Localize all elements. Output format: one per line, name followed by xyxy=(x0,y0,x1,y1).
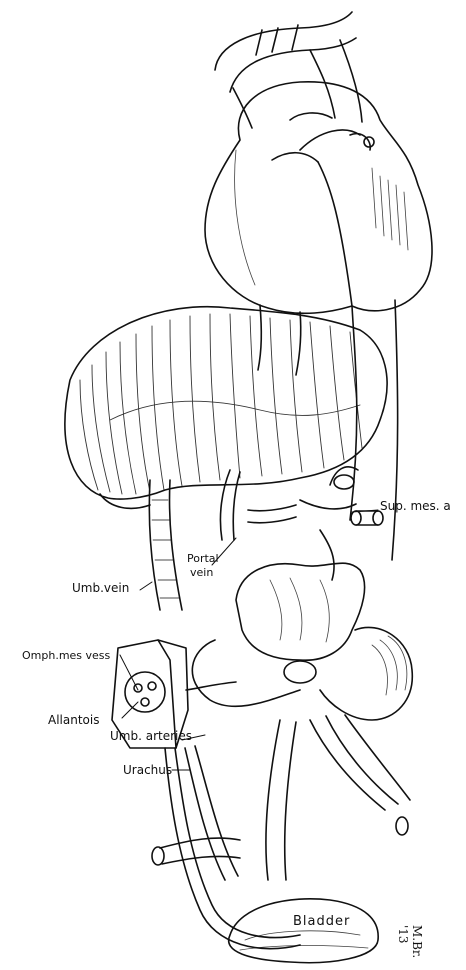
label-bladder: Bladder xyxy=(293,915,350,928)
label-portal-vein-line2: vein xyxy=(190,567,213,578)
label-allantois: Allantois xyxy=(48,714,99,726)
heart xyxy=(205,82,432,314)
aortic-arch xyxy=(215,12,362,128)
liver xyxy=(65,307,387,509)
label-umb-vein: Umb.vein xyxy=(72,582,129,594)
bladder xyxy=(229,899,379,963)
label-omph-mes-vess: Omph.mes vess xyxy=(22,650,110,661)
umbilical-arteries xyxy=(165,746,300,949)
label-portal-vein-line1: Portal xyxy=(187,553,219,564)
intestine xyxy=(192,563,412,720)
label-sup-mes-a: Sup. mes. a xyxy=(380,500,451,512)
label-umb-arteries: Umb. arteries xyxy=(110,730,192,742)
artist-signature: M.Br. '13 xyxy=(396,925,424,970)
label-urachus: Urachus xyxy=(123,764,172,776)
umbilical-vein xyxy=(149,480,182,610)
